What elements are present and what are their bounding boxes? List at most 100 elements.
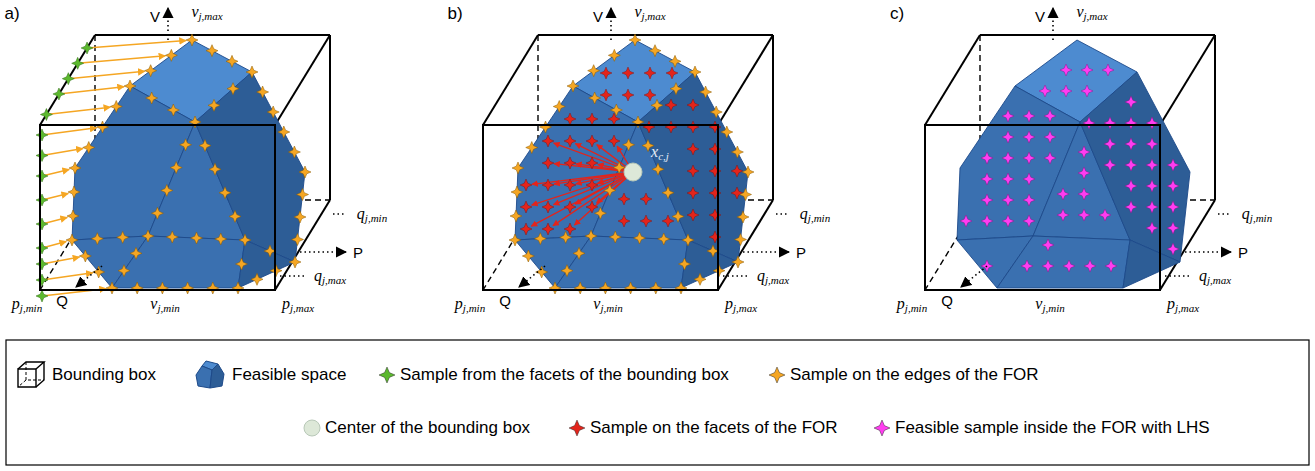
- lhs-sample: [1078, 188, 1090, 200]
- facet-sample: [687, 165, 699, 177]
- box-facet-sample: [62, 73, 74, 85]
- lhs-sample: [1039, 85, 1051, 97]
- lhs-sample: [1023, 110, 1035, 122]
- box-facet-sample: [81, 42, 93, 54]
- edge-sample: [278, 126, 290, 138]
- lhs-sample: [1167, 159, 1179, 171]
- facet-sample: [643, 121, 655, 133]
- box-edge: [718, 35, 773, 125]
- facet-sample: [665, 99, 677, 111]
- legend-text: Center of the bounding box: [325, 419, 530, 438]
- lhs-sample: [1042, 260, 1054, 272]
- facet-sample: [687, 143, 699, 155]
- lhs-sample: [981, 194, 993, 206]
- lhs-sample: [1078, 209, 1090, 221]
- lhs-sample: [1167, 222, 1179, 234]
- facet-sample: [542, 157, 554, 169]
- box-facet-sample: [36, 194, 48, 206]
- edge-sample: [226, 55, 238, 67]
- lhs-sample: [1102, 64, 1114, 76]
- box-front-face: [40, 125, 275, 290]
- edge-sample: [156, 282, 168, 294]
- lhs-sample: [1002, 110, 1014, 122]
- edge-sample: [130, 247, 142, 259]
- box-facet-sample: [36, 218, 48, 230]
- bound-label: pj,min: [455, 295, 485, 314]
- edge-sample: [97, 121, 109, 133]
- edge-sample: [573, 247, 585, 259]
- box-front-face: [925, 125, 1160, 290]
- edge-sample: [124, 80, 136, 92]
- edge-sample: [209, 163, 221, 175]
- edge-sample: [634, 232, 646, 244]
- projection-line: [42, 128, 97, 135]
- edge-sample: [534, 233, 546, 245]
- axis-label: V: [593, 8, 603, 25]
- center-label: xc,j: [651, 143, 669, 162]
- lhs-sample: [1104, 117, 1116, 129]
- lhs-sample: [1081, 64, 1093, 76]
- edge-sample: [540, 121, 552, 133]
- legend-frame: [6, 340, 1309, 465]
- box-facet-sample: [36, 258, 48, 270]
- lhs-sample: [1146, 138, 1158, 150]
- lhs-sample: [960, 215, 972, 227]
- lhs-sample: [1023, 173, 1035, 185]
- lhs-sample: [1104, 138, 1116, 150]
- axis-label: Q: [941, 292, 953, 309]
- edge-sample: [549, 282, 561, 294]
- lhs-sample: [1023, 131, 1035, 143]
- leader-dots: [333, 213, 346, 215]
- legend-text: Sample on the edges of the FOR: [790, 366, 1039, 385]
- edge-sample: [239, 234, 251, 246]
- edge-sample: [91, 233, 103, 245]
- bound-label: qj,min: [357, 205, 387, 224]
- drawing-part: [36, 362, 44, 387]
- edge-sample: [526, 142, 538, 154]
- facet-sample: [586, 135, 598, 147]
- lhs-sample: [1146, 201, 1158, 213]
- facet-sample: [731, 187, 743, 199]
- box-edge: [95, 34, 330, 36]
- lhs-sample: [1146, 222, 1158, 234]
- facet-sample: [542, 201, 554, 213]
- bound-label: vj,max: [191, 3, 222, 22]
- box-facet-sample: [36, 274, 48, 286]
- box-edge: [1214, 35, 1216, 200]
- facet-sample: [586, 201, 598, 213]
- lhs-sample: [1167, 201, 1179, 213]
- projection-line: [59, 87, 124, 94]
- feasible-facet: [195, 72, 305, 262]
- lhs-sample: [1125, 201, 1137, 213]
- edge-sample: [669, 55, 681, 67]
- facet-sample: [622, 67, 634, 79]
- center-point: [624, 163, 642, 181]
- facet-sample: [687, 209, 699, 221]
- facet-sample: [520, 179, 532, 191]
- edge-sample: [292, 234, 304, 246]
- lhs-sample: [1105, 260, 1117, 272]
- box-facet-sample: [40, 109, 52, 121]
- panel-drawing: [483, 8, 789, 294]
- axis-label: P: [353, 244, 363, 261]
- lhs-sample: [1146, 159, 1158, 171]
- lhs-sample: [981, 173, 993, 185]
- feasible-facet: [555, 236, 688, 288]
- bound-label: qj,min: [1242, 205, 1272, 224]
- lhs-sample: [1002, 173, 1014, 185]
- drawing-part: [18, 362, 44, 369]
- edge-sample: [257, 86, 269, 98]
- edge-sample: [227, 83, 239, 95]
- box-facet-sample: [53, 88, 65, 100]
- edge-sample: [289, 256, 301, 268]
- legend-text: Feasible sample inside the FOR with LHS: [895, 419, 1210, 438]
- facet-sample: [709, 121, 721, 133]
- facet-sample: [622, 89, 634, 101]
- lhs-sample: [1044, 131, 1056, 143]
- lhs-sample: [1060, 85, 1072, 97]
- facet-sample: [687, 99, 699, 111]
- legend-text: Sample on the facets of the FOR: [590, 419, 838, 438]
- edge-sample: [610, 104, 622, 116]
- leader-dots: [723, 275, 747, 277]
